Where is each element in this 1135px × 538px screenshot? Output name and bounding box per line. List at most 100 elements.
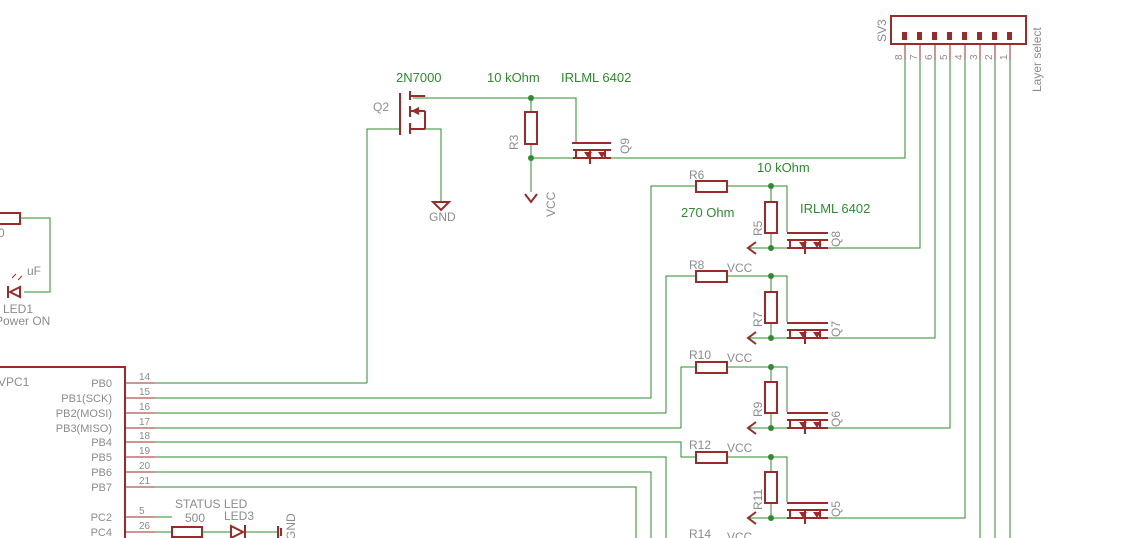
- mcu-pin-num-16: 16: [139, 402, 151, 413]
- mcu-pin-name-pc2: PC2: [91, 512, 112, 524]
- left-resistor-value: 0: [0, 226, 5, 240]
- mcu-pin-num-17: 17: [139, 417, 151, 428]
- led3-name: LED3: [224, 509, 254, 523]
- stage-q8: R6 270 Ohm R5 10 kOhm Q8 IRLML 6402: [681, 160, 870, 255]
- r12-name: R12: [689, 438, 711, 452]
- gnd-label-status: GND: [284, 513, 298, 538]
- mcu-pin-name-pb4: PB4: [91, 437, 112, 449]
- sv3-pin-5: 5: [939, 54, 950, 60]
- stage-q5: R12 VCC R11 Q5: [689, 438, 843, 525]
- sv3-pin-6: 6: [924, 54, 935, 60]
- mcu-pin-name-pb2: PB2(MOSI): [56, 408, 112, 420]
- r5-value: 10 kOhm: [757, 160, 810, 175]
- stage-q7: R8 VCC R7 Q7: [689, 258, 843, 345]
- status-resistor-value: 500: [185, 511, 205, 525]
- sv3-pin-3: 3: [969, 54, 980, 60]
- vcc-symbol-r3: VCC: [524, 191, 558, 217]
- vcc-arrow-q6: [746, 421, 757, 435]
- led1-value: Power ON: [0, 314, 50, 328]
- resistor-r10: [695, 361, 728, 374]
- mcu-pin-num-20: 20: [139, 461, 151, 472]
- left-resistor-fragment: [0, 212, 21, 225]
- q8-name: Q8: [829, 231, 843, 247]
- resistor-r3: R3 10 kOhm: [487, 70, 540, 150]
- q7-name: Q7: [829, 321, 843, 337]
- transistor-q6: [787, 412, 828, 434]
- vcc-label-r10: VCC: [727, 351, 753, 365]
- sv3-pin-8: 8: [894, 54, 905, 60]
- vcc-label-r8: VCC: [727, 261, 753, 275]
- vcc-arrow-q8: [746, 241, 757, 255]
- q2-value: 2N7000: [396, 70, 442, 85]
- r11-name: R11: [751, 489, 765, 510]
- vcc-label-r12: VCC: [727, 441, 753, 455]
- mcu-pin-leads: [125, 382, 155, 533]
- r9-name: R9: [751, 401, 765, 417]
- mcu-pin-name-pb5: PB5: [91, 452, 112, 464]
- stage-r14-partial: R14 VCC: [689, 527, 753, 538]
- led1-name: LED1: [3, 302, 33, 316]
- q8-value: IRLML 6402: [800, 201, 870, 216]
- mcu-pin-num-14: 14: [139, 372, 151, 383]
- r3-value: 10 kOhm: [487, 70, 540, 85]
- mcu-body: [0, 366, 126, 538]
- r8-name: R8: [689, 258, 705, 272]
- transistor-q9: Q9 IRLML 6402: [561, 70, 632, 164]
- led1-fragment-text: uF: [27, 264, 41, 278]
- mcu-pin-name-pb1: PB1(SCK): [61, 393, 112, 405]
- junctions: [528, 95, 774, 521]
- resistor-r9: [764, 381, 778, 414]
- resistor-r6: [695, 180, 728, 193]
- gnd-label: GND: [429, 210, 456, 224]
- transistor-q8: [787, 232, 828, 254]
- led1-fragment: 0 uF LED1 Power ON: [0, 212, 50, 328]
- transistor-q7: [787, 322, 828, 344]
- vcc-arrow-q7: [746, 331, 757, 345]
- mcu-pin-num-5: 5: [139, 506, 145, 517]
- resistor-r11: [764, 471, 778, 504]
- connector-sv3: 8 7 6 5 4 3 2 1 SV3 Layer select: [875, 15, 1044, 92]
- r3-name: R3: [507, 134, 521, 150]
- r7-name: R7: [751, 311, 765, 327]
- sv3-pin-4: 4: [954, 54, 965, 60]
- q5-name: Q5: [829, 501, 843, 517]
- transistor-q2: Q2 2N7000: [373, 70, 442, 135]
- q6-name: Q6: [829, 411, 843, 427]
- mcu-fragment: VPC1 PB0 PB1(SCK) PB2(MOSI) PB3(MISO) PB…: [0, 366, 155, 538]
- r10-name: R10: [689, 348, 711, 362]
- mcu-pin-num-19: 19: [139, 446, 151, 457]
- r5-name: R5: [751, 220, 765, 236]
- led1-symbol: [7, 285, 21, 299]
- nets: [20, 60, 1011, 538]
- sv3-value: Layer select: [1030, 27, 1044, 92]
- mcu-pin-num-18: 18: [139, 431, 151, 442]
- mcu-pin-num-21: 21: [139, 476, 151, 487]
- resistor-r12: [695, 451, 728, 464]
- transistor-q5: [787, 502, 828, 524]
- r6-value: 270 Ohm: [681, 205, 734, 220]
- sv3-name: SV3: [875, 19, 889, 42]
- sv3-pin-7: 7: [909, 54, 920, 60]
- r6-name: R6: [689, 168, 705, 182]
- mcu-pin-name-pb3: PB3(MISO): [56, 423, 112, 435]
- q9-value: IRLML 6402: [561, 70, 631, 85]
- sv3-pin-1: 1: [999, 54, 1010, 60]
- status-led-fragment: STATUS LED 500 LED3 GND: [171, 497, 298, 538]
- mcu-pin-name-pb0: PB0: [91, 378, 112, 390]
- vcc-arrow-q5: [746, 511, 757, 525]
- status-led-label: STATUS LED: [175, 497, 248, 511]
- sv3-pin-2: 2: [984, 54, 995, 60]
- r14-name: R14: [689, 527, 711, 538]
- q2-name: Q2: [373, 100, 389, 114]
- status-resistor: [171, 526, 203, 538]
- resistor-r5: [764, 201, 778, 234]
- led3-symbol: [230, 524, 246, 538]
- mcu-pin-num-15: 15: [139, 387, 151, 398]
- mcu-pin-name-pb6: PB6: [91, 467, 112, 479]
- mcu-pin-name-pb7: PB7: [91, 482, 112, 494]
- sv3-body: [890, 15, 1027, 45]
- sv3-pin-markers: [902, 32, 1012, 40]
- resistor-r8: [695, 270, 728, 283]
